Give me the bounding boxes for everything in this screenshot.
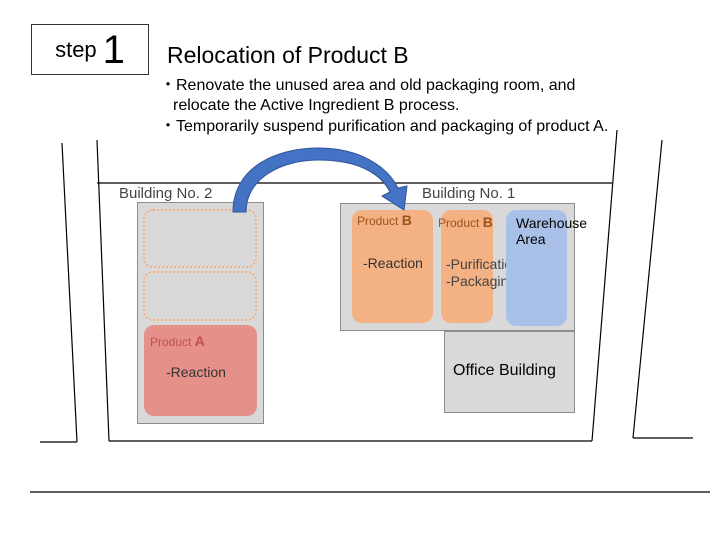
step-box: step 1 [31,24,149,75]
building-2-label: Building No. 2 [119,185,213,202]
product-a-area [144,325,257,416]
arrow-shape [232,147,408,213]
right-road-edge-1 [632,139,663,439]
product-a-process: -Reaction [166,364,226,380]
product-b-reaction-letter: B [401,212,412,228]
product-b-purification-prefix: Product [438,216,483,230]
step-number: 1 [102,27,125,72]
unused-area-slot-1 [143,209,257,268]
site-right-boundary [591,129,618,442]
product-b-reaction-prefix: Product [357,214,402,228]
step-word: step [55,36,97,62]
building-1-label: Building No. 1 [422,185,516,202]
bullet-2: ・Temporarily suspend purification and pa… [160,118,609,135]
warehouse-area [506,210,567,326]
bullet-1-cont: relocate the Active Ingredient B process… [173,97,460,114]
left-road-edge-1 [61,142,78,443]
slide-title: Relocation of Product B [167,42,409,68]
product-b-purification-letter: B [482,214,493,230]
office-building-label: Office Building [453,362,556,379]
unused-area-slot-2 [143,271,257,321]
product-b-purification-area [441,210,493,323]
product-b-packaging-process: -Packaging [446,273,517,289]
office-building [444,331,575,413]
product-b-reaction-area [352,210,433,323]
product-a-letter: A [194,333,205,349]
product-a-prefix: Product [150,335,195,349]
warehouse-label-line1: Warehouse [516,215,588,231]
product-b-reaction-label: Product B [357,212,412,228]
product-b-purification-process: -Purification [446,256,520,272]
product-b-purification-label: Product B [438,214,493,230]
warehouse-label-line2: Area [516,231,546,247]
bullet-1: ・Renovate the unused area and old packag… [160,77,576,94]
site-left-boundary [96,139,110,442]
warehouse-label: Warehouse Area [516,215,587,247]
product-b-reaction-process: -Reaction [363,255,423,271]
product-a-label: Product A [150,333,205,349]
